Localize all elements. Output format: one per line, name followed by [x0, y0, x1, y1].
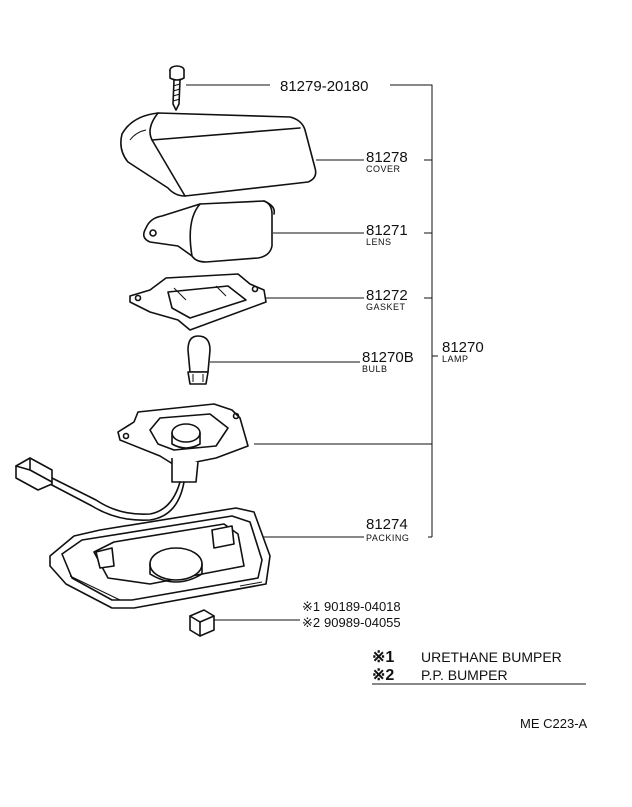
bulb-part-number: 81270B: [362, 349, 414, 366]
packing-part-number: 81274: [366, 516, 408, 533]
lens-drawing: [142, 200, 276, 263]
cover-part-name: COVER: [366, 164, 401, 174]
legend-item2-mark: ※2: [372, 667, 394, 684]
screw-part-number: 81279-20180: [280, 78, 368, 95]
legend-item1-mark: ※1: [372, 649, 394, 666]
lens-part-name: LENS: [366, 237, 392, 247]
legend-item1-text: URETHANE BUMPER: [421, 649, 562, 665]
gasket-drawing: [129, 273, 267, 331]
bumper2-mark: ※2: [302, 615, 320, 630]
bumper-drawing: [189, 609, 215, 637]
cover-part-number: 81278: [366, 149, 408, 166]
legend-item2-text: P.P. BUMPER: [421, 667, 508, 683]
bumper1-part-number: 90189-04018: [324, 599, 401, 614]
bulb-drawing: [187, 335, 211, 385]
packing-base-drawing: [49, 507, 271, 609]
gasket-part-number: 81272: [366, 287, 408, 304]
part-labels: 81279-20180 81278 COVER 81271 LENS 81272…: [280, 78, 484, 630]
lamp-housing-drawing: [15, 403, 249, 522]
figure-code: ME C223-A: [520, 716, 588, 731]
legend: ※1 URETHANE BUMPER ※2 P.P. BUMPER: [372, 649, 586, 685]
packing-part-name: PACKING: [366, 533, 409, 543]
screw-drawing: [169, 65, 185, 111]
lamp-part-name: LAMP: [442, 354, 469, 364]
lamp-part-number: 81270: [442, 339, 484, 356]
bumper2-part-number: 90989-04055: [324, 615, 401, 630]
bulb-part-name: BULB: [362, 364, 388, 374]
cover-drawing: [120, 112, 317, 197]
lens-part-number: 81271: [366, 222, 408, 239]
gasket-part-name: GASKET: [366, 302, 406, 312]
bumper1-mark: ※1: [302, 599, 320, 614]
